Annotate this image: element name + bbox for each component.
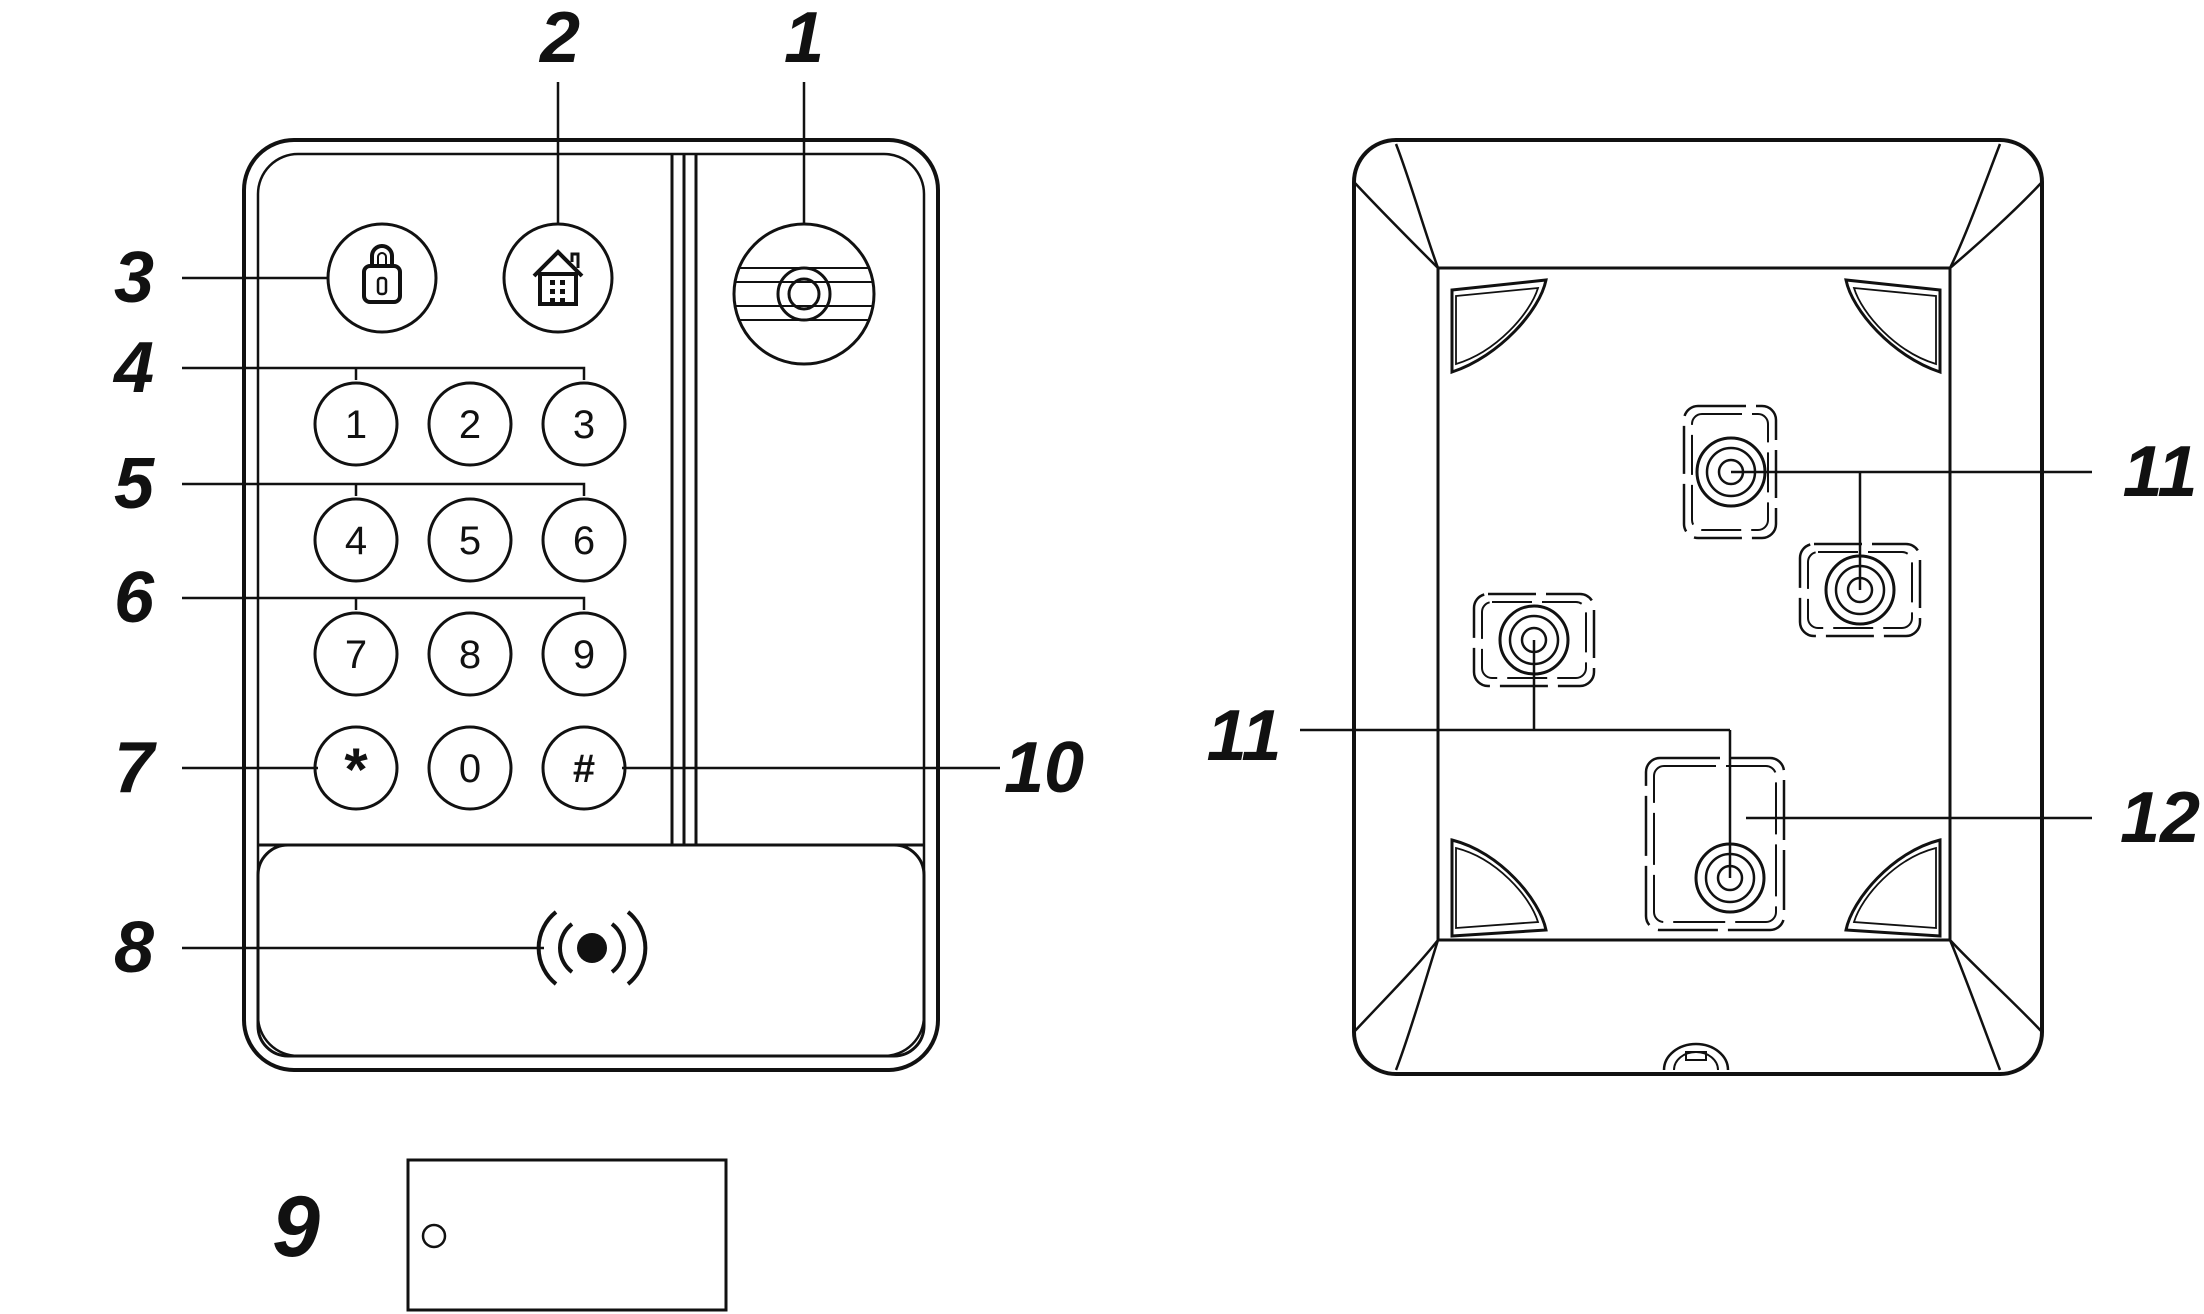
camera-lens xyxy=(732,222,876,366)
home-icon xyxy=(532,249,584,306)
keypad-key-label: 1 xyxy=(345,403,367,447)
keypad-key-label: 2 xyxy=(459,403,481,447)
lock-icon xyxy=(362,244,402,304)
keypad-key-label: 8 xyxy=(459,633,481,677)
keypad-key-9[interactable]: 9 xyxy=(541,611,627,697)
callout-8: 8 xyxy=(114,908,154,988)
home-button[interactable] xyxy=(502,222,614,334)
keypad-key-star[interactable]: * xyxy=(313,725,399,811)
cable-exit xyxy=(1644,756,1786,932)
rear-chamfers xyxy=(1353,143,2043,1071)
rear-leader-lines xyxy=(1300,470,2092,878)
callout-7: 7 xyxy=(114,728,157,808)
keypad-key-3[interactable]: 3 xyxy=(541,381,627,467)
lock-button[interactable] xyxy=(326,222,438,334)
keypad-key-2[interactable]: 2 xyxy=(427,381,513,467)
keypad-key-7[interactable]: 7 xyxy=(313,611,399,697)
callout-12: 12 xyxy=(2120,778,2200,858)
keypad-key-label: 4 xyxy=(345,519,367,563)
front-body-inner xyxy=(256,152,926,1058)
rear-corner-feet xyxy=(1450,278,1942,938)
callout-11-top: 11 xyxy=(2123,432,2198,512)
keypad-key-label: 0 xyxy=(459,747,481,791)
keypad-key-1[interactable]: 1 xyxy=(313,381,399,467)
front-leader-lines xyxy=(182,82,1000,950)
keypad-key-label: * xyxy=(344,736,368,803)
rear-view: 11 11 12 xyxy=(1207,138,2200,1076)
rfid-card xyxy=(406,1158,728,1312)
keypad-key-label: 7 xyxy=(345,633,367,677)
keypad-key-hash[interactable]: # xyxy=(541,725,627,811)
rfid-reader xyxy=(536,910,648,986)
front-body-outer xyxy=(242,138,940,1072)
keypad-key-label: 3 xyxy=(573,403,595,447)
callout-6: 6 xyxy=(114,558,155,638)
keypad-key-8[interactable]: 8 xyxy=(427,611,513,697)
keypad-key-label: # xyxy=(573,747,595,791)
callout-10: 10 xyxy=(1004,728,1084,808)
callout-5: 5 xyxy=(114,444,155,524)
rear-body-outer xyxy=(1352,138,2044,1076)
keypad-key-6[interactable]: 6 xyxy=(541,497,627,583)
keypad-key-label: 6 xyxy=(573,519,595,563)
keypad-key-label: 5 xyxy=(459,519,481,563)
callout-3: 3 xyxy=(114,238,154,318)
bottom-screw-notch xyxy=(1662,1042,1730,1071)
callout-11-left: 11 xyxy=(1207,696,1282,776)
callout-9: 9 xyxy=(272,1179,320,1275)
rear-inner-frame xyxy=(1436,266,1952,942)
keypad-key-label: 9 xyxy=(573,633,595,677)
keypad-key-0[interactable]: 0 xyxy=(427,725,513,811)
keypad-key-5[interactable]: 5 xyxy=(427,497,513,583)
callout-1: 1 xyxy=(784,0,824,78)
rfid-wave-icon xyxy=(536,910,648,986)
keypad-key-4[interactable]: 4 xyxy=(313,497,399,583)
callout-2: 2 xyxy=(538,0,580,78)
callout-4: 4 xyxy=(112,328,154,408)
card-hole xyxy=(421,1223,447,1249)
keypad: 1 2 3 4 5 6 7 8 9 * 0 # xyxy=(313,381,627,811)
front-view: 1 2 3 4 5 6 7 8 9 * 0 # 1 xyxy=(112,0,1084,1072)
